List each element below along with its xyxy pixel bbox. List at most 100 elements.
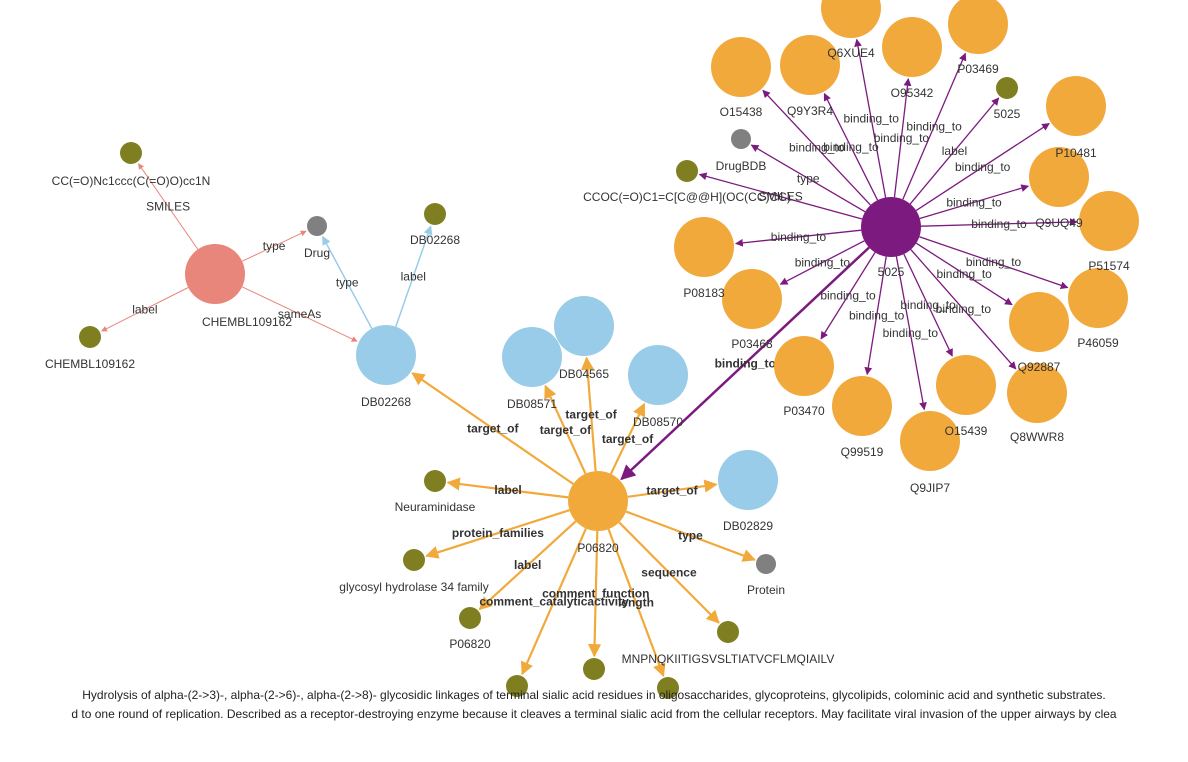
node-p10481[interactable] — [1046, 76, 1106, 136]
node-label-p10481: P10481 — [1055, 146, 1097, 160]
edge-gene5025-q9y3r4 — [823, 92, 879, 201]
edge-chembl-drug — [241, 230, 307, 262]
node-label-db08570: DB08570 — [633, 415, 683, 429]
node-q9y3r4[interactable] — [780, 35, 840, 95]
edge-p06820-db08571 — [544, 384, 587, 475]
node-q9uq49[interactable] — [1029, 147, 1089, 207]
edge-gene5025-q92887 — [915, 242, 1013, 306]
node-neuraminidase[interactable] — [424, 470, 446, 492]
edge-label-p06820-length: length — [618, 595, 654, 609]
node-p03469[interactable] — [948, 0, 1008, 54]
edge-label-gene5025-q6xue4: binding_to — [843, 111, 899, 125]
edge-label-gene5025-q92887: binding_to — [936, 267, 992, 281]
node-db02268_lbl[interactable] — [424, 203, 446, 225]
edge-gene5025-o15438 — [762, 89, 871, 206]
node-length[interactable] — [657, 677, 679, 699]
edge-p06820-db02829 — [627, 479, 718, 498]
edge-gene5025-o15439 — [903, 253, 953, 357]
node-q9jip7[interactable] — [900, 411, 960, 471]
node-q92887[interactable] — [1009, 292, 1069, 352]
edge-gene5025-p03469 — [902, 52, 967, 200]
edge-label-gene5025-q9y3r4: binding_to — [823, 140, 879, 154]
edge-label-gene5025-o15439: binding_to — [900, 298, 956, 312]
edge-gene5025-q9jip7 — [895, 256, 927, 411]
node-drug[interactable] — [307, 216, 327, 236]
node-o15439[interactable] — [936, 355, 996, 415]
edge-label-gene5025-p03468: binding_to — [795, 256, 851, 270]
node-p03470[interactable] — [774, 336, 834, 396]
edge-p06820-length — [607, 528, 666, 678]
edge-gene5025-p03470 — [820, 252, 876, 340]
edge-p06820-db04565 — [580, 356, 597, 472]
edge-label-gene5025-p03470: binding_to — [820, 289, 876, 303]
node-label-db04565: DB04565 — [559, 367, 609, 381]
node-g5025_lbl[interactable] — [996, 77, 1018, 99]
node-p08183[interactable] — [674, 217, 734, 277]
node-family[interactable] — [403, 549, 425, 571]
edge-p06820-function — [587, 530, 602, 658]
edge-label-gene5025-p06820: binding_to — [715, 356, 776, 370]
node-smiles2[interactable] — [676, 160, 698, 182]
node-p03468[interactable] — [722, 269, 782, 329]
node-label-chembl_lbl: CHEMBL109162 — [45, 357, 135, 371]
node-q8wwr8[interactable] — [1007, 363, 1067, 423]
edge-gene5025-smiles2 — [698, 172, 863, 220]
node-o15438[interactable] — [711, 37, 771, 97]
node-chembl_lbl[interactable] — [79, 326, 101, 348]
node-label-chembl: CHEMBL109162 — [202, 315, 292, 329]
edge-label-p06820-db04565: target_of — [565, 407, 617, 421]
node-catalytic[interactable] — [506, 675, 528, 697]
node-p46059[interactable] — [1068, 268, 1128, 328]
edge-p06820-sequence — [618, 521, 720, 624]
node-label-smiles1: CC(=O)Nc1ccc(C(=O)O)cc1N — [52, 174, 211, 188]
node-q99519[interactable] — [832, 376, 892, 436]
edge-p06820-neuraminidase — [446, 477, 569, 499]
node-drugbdb[interactable] — [731, 129, 751, 149]
node-label-gene5025: 5025 — [878, 265, 905, 279]
node-label-p51574: P51574 — [1088, 259, 1130, 273]
edge-chembl-db02268 — [241, 286, 358, 342]
node-chembl[interactable] — [185, 244, 245, 304]
node-sequence[interactable] — [717, 621, 739, 643]
edge-label-gene5025-q8wwr8: binding_to — [936, 302, 992, 316]
edge-label-db02268-db02268_lbl: label — [401, 269, 426, 283]
edge-gene5025-q9uq49 — [919, 184, 1030, 220]
node-p06820[interactable] — [568, 471, 628, 531]
edge-label-gene5025-p51574: binding_to — [971, 217, 1027, 231]
node-gene5025[interactable] — [861, 197, 921, 257]
node-p06820_lbl[interactable] — [459, 607, 481, 629]
edge-label-p06820-db02829: target_of — [646, 484, 698, 498]
node-o95342[interactable] — [882, 17, 942, 77]
edge-label-p06820-db08571: target_of — [540, 423, 592, 437]
node-smiles1[interactable] — [120, 142, 142, 164]
node-label-family: glycosyl hydrolase 34 family — [339, 580, 488, 594]
node-q6xue4[interactable] — [821, 0, 881, 38]
edge-label-p06820-sequence: sequence — [641, 566, 697, 580]
edge-gene5025-p10481 — [915, 122, 1050, 212]
node-db04565[interactable] — [554, 296, 614, 356]
edge-label-p06820-catalytic: comment_catalyticactivity — [479, 594, 629, 608]
edge-label-gene5025-o95342: binding_to — [874, 131, 930, 145]
edge-p06820-db08570 — [609, 402, 646, 475]
edge-label-chembl-smiles1: SMILES — [146, 200, 190, 214]
node-label-drug: Drug — [304, 246, 330, 260]
node-label-drugbdb: DrugBDB — [716, 159, 767, 173]
edge-label-chembl-db02268: sameAs — [278, 307, 321, 321]
node-label-q9uq49: Q9UQ49 — [1035, 216, 1083, 230]
node-label-p03468: P03468 — [731, 337, 773, 351]
edge-db02268-drug — [321, 235, 373, 329]
node-function[interactable] — [583, 658, 605, 680]
edge-gene5025-p46059 — [919, 236, 1069, 290]
node-db02268[interactable] — [356, 325, 416, 385]
edge-label-gene5025-p03469: binding_to — [906, 119, 962, 133]
node-label-q8wwr8: Q8WWR8 — [1010, 430, 1064, 444]
node-db08570[interactable] — [628, 345, 688, 405]
node-db02829[interactable] — [718, 450, 778, 510]
edge-gene5025-q6xue4 — [854, 38, 887, 198]
node-p51574[interactable] — [1079, 191, 1139, 251]
edge-label-gene5025-o15438: binding_to — [789, 141, 845, 155]
node-protein[interactable] — [756, 554, 776, 574]
edge-db02268-db02268_lbl — [395, 225, 433, 327]
node-db08571[interactable] — [502, 327, 562, 387]
